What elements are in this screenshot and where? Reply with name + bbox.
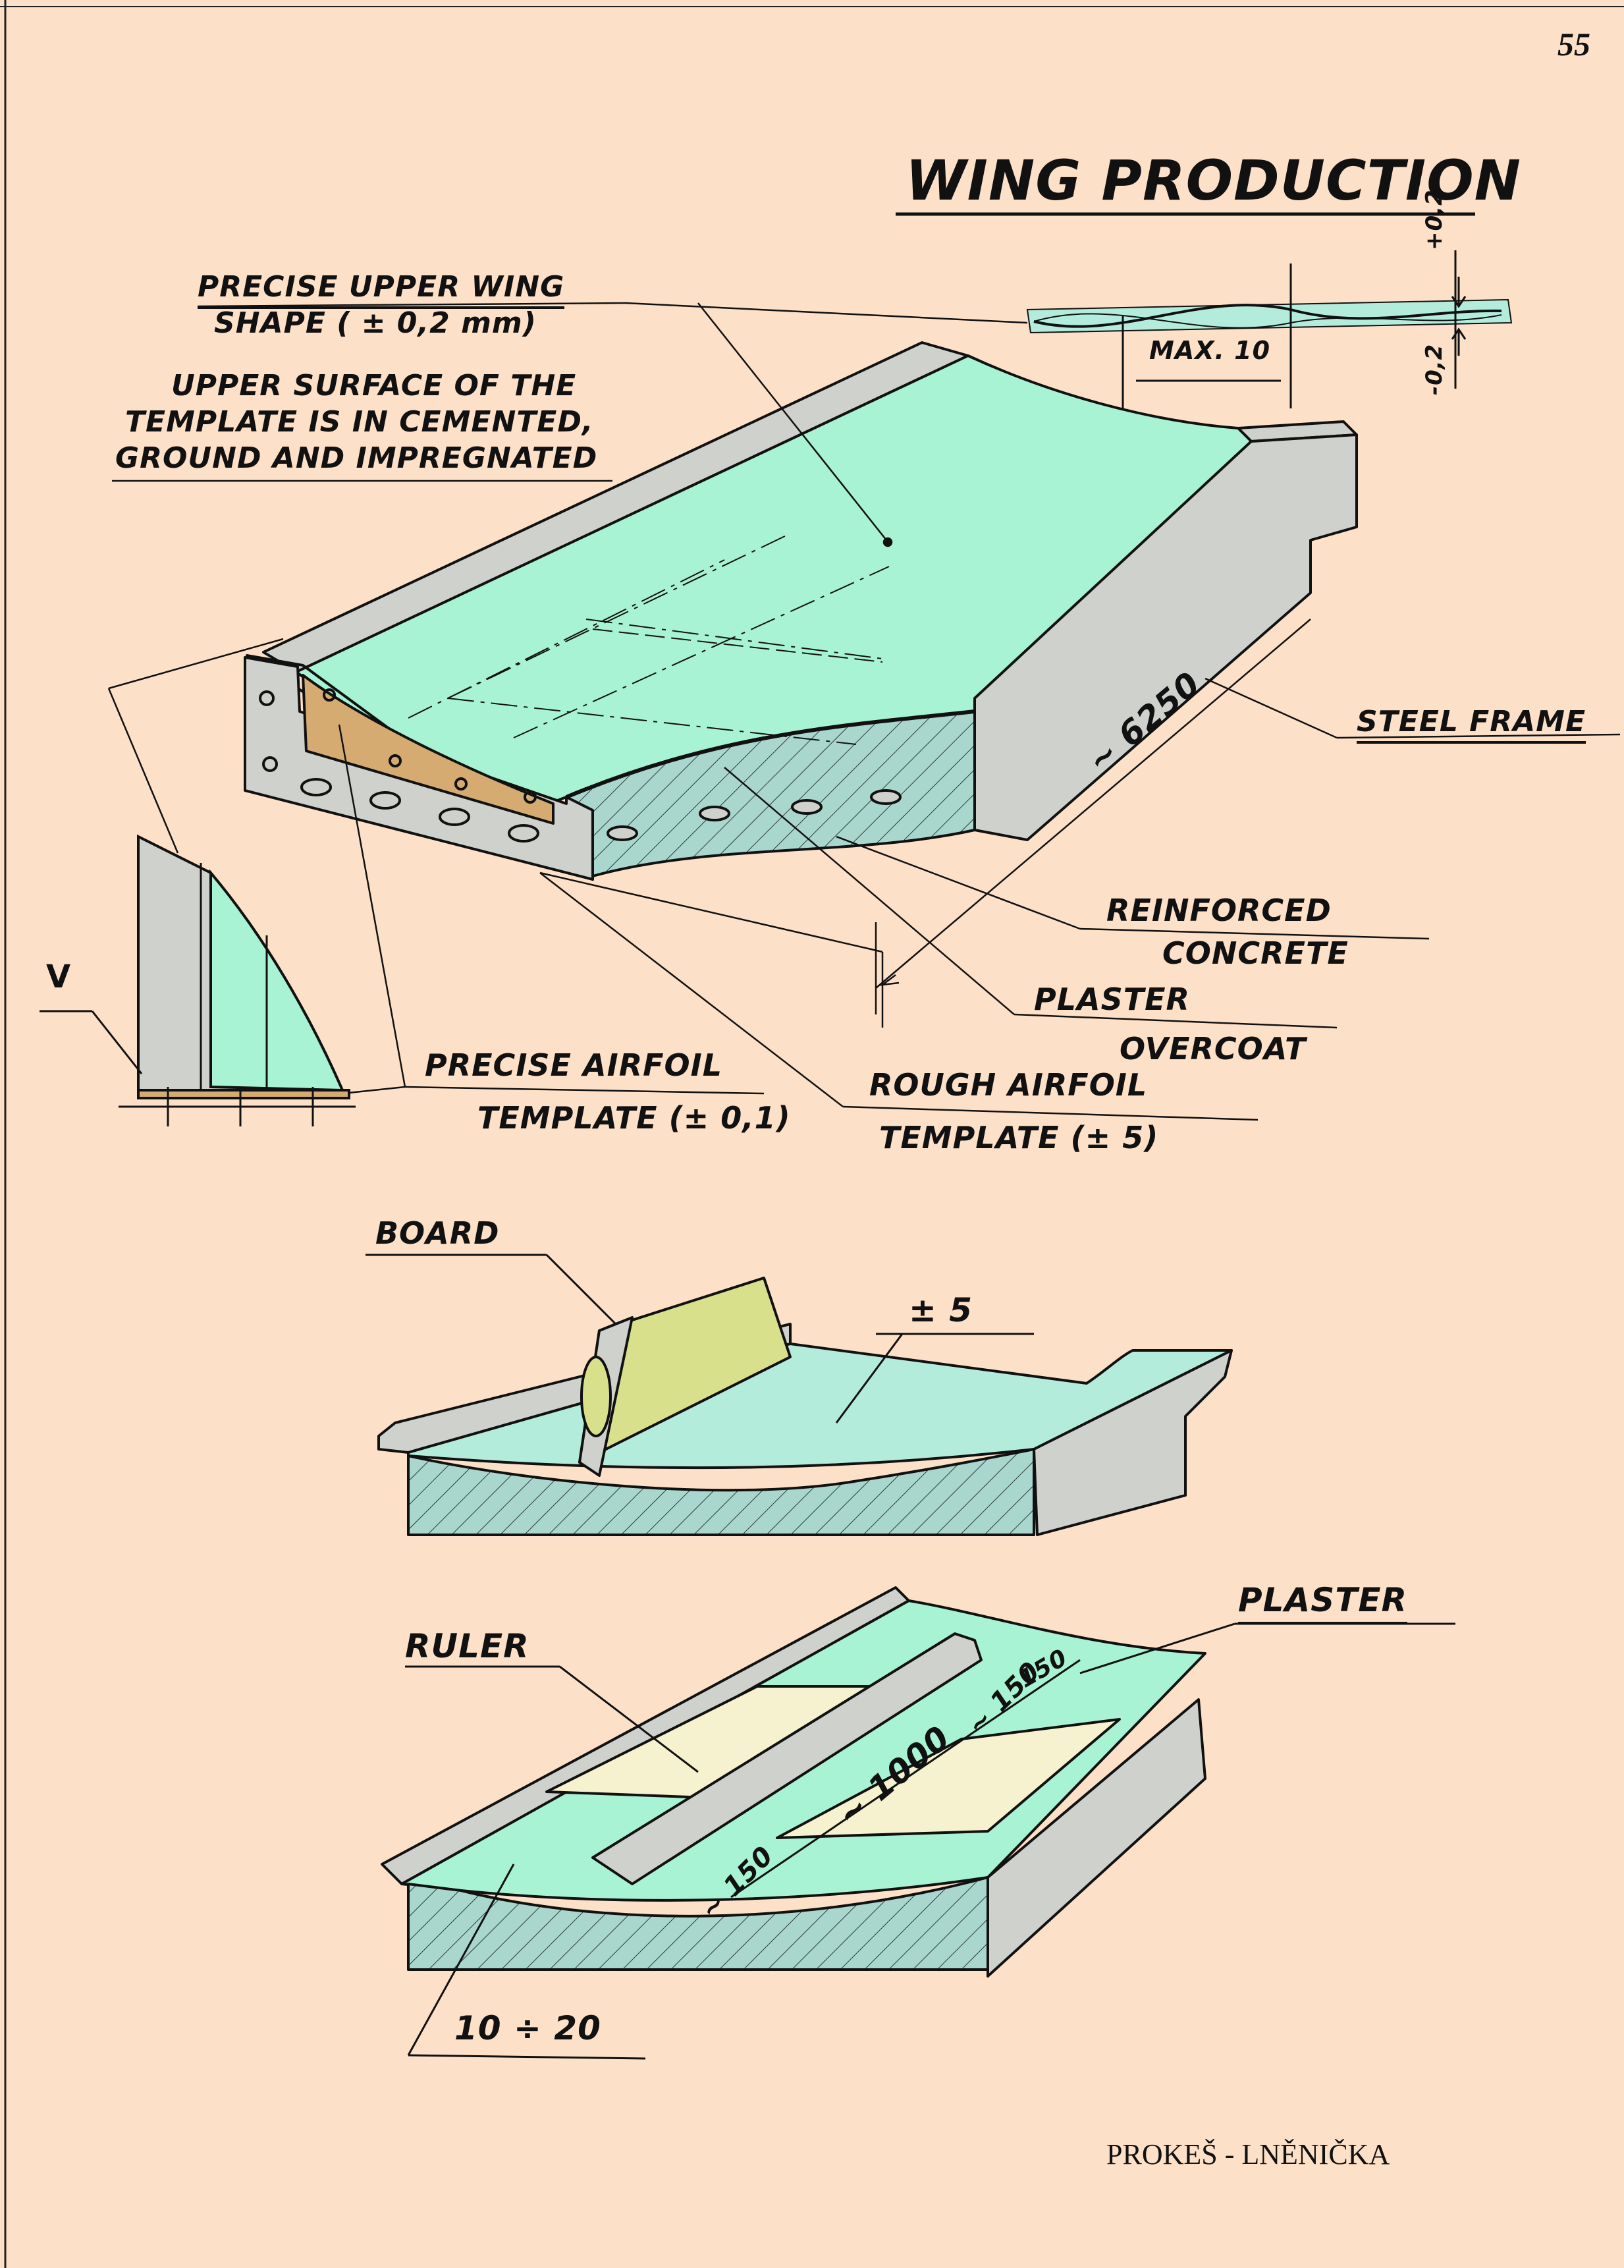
label-reinforced-2: CONCRETE <box>1162 935 1349 971</box>
ruler <box>591 1632 983 1885</box>
mold-assembly <box>244 341 1358 881</box>
label-ruler: RULER <box>405 1627 529 1665</box>
label-rough-template-2: TEMPLATE (± 5) <box>879 1120 1159 1155</box>
dim-minus: -0,2 <box>1421 343 1448 395</box>
label-steel-frame: STEEL FRAME <box>1357 705 1586 744</box>
label-upper-surface-2: TEMPLATE IS IN CEMENTED, <box>125 405 594 439</box>
steel-frame <box>973 433 1358 841</box>
page-title: WING PRODUCTION <box>906 148 1521 213</box>
label-thickness: 10 ÷ 20 <box>454 2009 601 2047</box>
label-rough-template-1: ROUGH AIRFOIL <box>869 1067 1148 1103</box>
label-upper-surface-3: GROUND AND IMPREGNATED <box>115 441 598 475</box>
author-credit: PROKEŠ - LNĚNIČKA <box>1106 2138 1390 2171</box>
label-plaster: PLASTER <box>1238 1581 1407 1624</box>
page-number: 55 <box>1557 26 1590 63</box>
leader-lines-top <box>107 302 1621 1121</box>
ruler-step-drawing <box>381 1586 1455 2060</box>
label-precise-airfoil-2: TEMPLATE (± 0,1) <box>477 1100 791 1136</box>
label-board: BOARD <box>375 1215 500 1251</box>
label-plaster-overcoat-1: PLASTER <box>1034 982 1190 1017</box>
label-precise-shape-1: PRECISE UPPER WING <box>198 270 565 309</box>
dim-max: MAX. 10 <box>1149 336 1271 365</box>
board-step-drawing <box>365 1254 1233 1536</box>
label-upper-surface-1: UPPER SURFACE OF THE <box>171 369 577 402</box>
surface-finish-mark: V <box>46 958 72 995</box>
label-precise-shape-2: SHAPE ( ± 0,2 mm) <box>214 306 537 340</box>
dim-plus: +0,2 <box>1421 189 1448 250</box>
airfoil-template-detail <box>40 834 356 1126</box>
tolerance-sketch <box>1026 250 1513 408</box>
label-plaster-overcoat-2: OVERCOAT <box>1120 1031 1307 1066</box>
label-reinforced-1: REINFORCED <box>1106 893 1332 928</box>
label-precise-airfoil-1: PRECISE AIRFOIL <box>425 1047 723 1083</box>
label-tolerance-5: ± 5 <box>909 1291 973 1329</box>
